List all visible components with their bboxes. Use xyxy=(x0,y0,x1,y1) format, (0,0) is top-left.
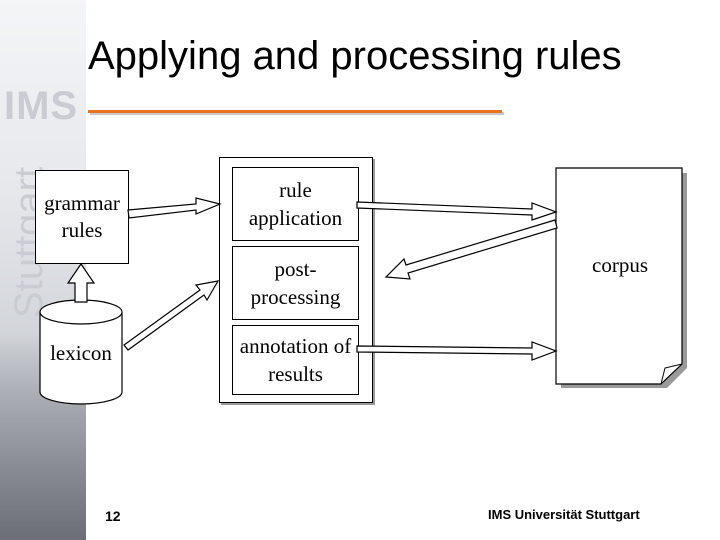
post-processing-box: post-processing xyxy=(232,246,359,320)
page-number: 12 xyxy=(105,508,121,524)
grammar-rules-label: grammar rules xyxy=(44,190,120,242)
annotation-to-corpus-arrow xyxy=(356,341,558,361)
ims-watermark: IMS xyxy=(4,84,79,128)
lexicon-to-postprocessing-arrow xyxy=(123,280,220,351)
slide-title: Applying and processing rules xyxy=(88,34,622,78)
rule-to-corpus-arrow xyxy=(356,201,558,221)
grammar-to-rule-arrow xyxy=(127,197,222,219)
corpus-label: corpus xyxy=(592,253,648,277)
rule-application-box: rule application xyxy=(232,167,359,241)
rule-application-label: rule application xyxy=(248,177,343,230)
grammar-rules-box: grammar rules xyxy=(35,170,129,264)
corpus-document xyxy=(555,167,687,388)
footer-institution: IMS Universität Stuttgart xyxy=(488,507,640,522)
lexicon-label: lexicon xyxy=(50,341,112,365)
post-processing-label: post-processing xyxy=(250,256,341,309)
annotation-label: annotation of results xyxy=(239,333,352,386)
lexicon-cylinder xyxy=(39,299,123,405)
annotation-box: annotation of results xyxy=(232,325,359,395)
corpus-to-postprocessing-arrow xyxy=(384,219,558,280)
title-underline xyxy=(88,110,502,113)
lexicon-to-grammar-arrow xyxy=(66,262,96,303)
